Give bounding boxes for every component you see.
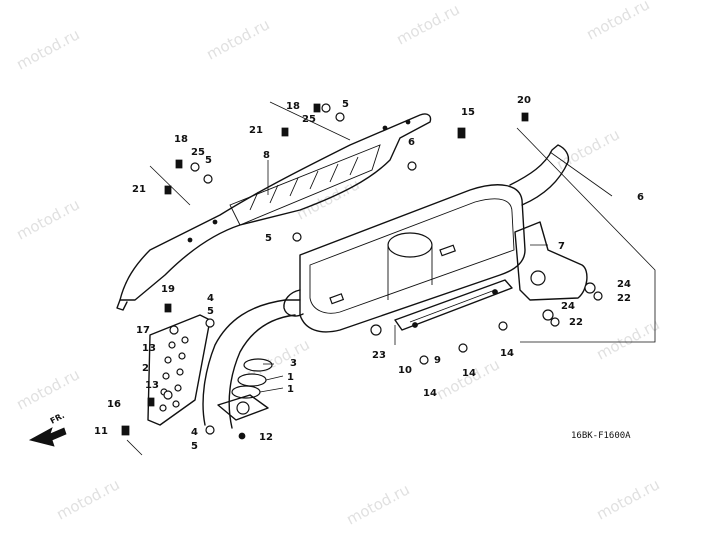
callout-22: 22 (617, 293, 631, 304)
watermark: motod.ru (343, 480, 412, 528)
callout-1: 1 (287, 384, 294, 395)
callout-11: 11 (94, 426, 108, 437)
muffler-bracket (514, 221, 588, 301)
callout-21: 21 (249, 125, 263, 136)
callout-17: 17 (136, 325, 150, 336)
callout-18: 18 (286, 101, 300, 112)
callout-19: 19 (161, 284, 175, 295)
watermark: motod.ru (53, 475, 122, 523)
upper-heat-protector (116, 113, 432, 311)
callout-5: 5 (207, 306, 214, 317)
callout-12: 12 (259, 432, 273, 443)
callout-6: 6 (637, 192, 644, 203)
callout-7: 7 (558, 241, 565, 252)
callout-14: 14 (423, 388, 437, 399)
front-direction-indicator: FR. (28, 411, 67, 447)
callout-leaders (126, 101, 656, 456)
callout-6: 6 (408, 137, 415, 148)
callout-22: 22 (569, 317, 583, 328)
callout-24: 24 (561, 301, 575, 312)
muffler-assembly (202, 144, 570, 429)
watermark: motod.ru (13, 195, 82, 243)
callout-25: 25 (302, 114, 316, 125)
diagram-code: 16BK-F1600A (571, 431, 631, 441)
callout-23: 23 (372, 350, 386, 361)
callout-25: 25 (191, 147, 205, 158)
callout-5: 5 (205, 155, 212, 166)
watermark-layer: motod.ru motod.ru motod.ru motod.ru moto… (13, 0, 662, 529)
callout-5: 5 (342, 99, 349, 110)
callout-3: 3 (290, 358, 297, 369)
callout-5: 5 (191, 441, 198, 452)
callout-8: 8 (263, 150, 270, 161)
lower-heat-protector (147, 314, 211, 426)
mounting-strip (394, 279, 513, 331)
front-label: FR. (49, 411, 66, 426)
callout-16: 16 (107, 399, 121, 410)
callout-13: 13 (145, 380, 159, 391)
callout-2: 2 (142, 363, 149, 374)
callout-21: 21 (132, 184, 146, 195)
watermark: motod.ru (393, 0, 462, 48)
watermark: motod.ru (203, 15, 272, 63)
watermark: motod.ru (13, 25, 82, 73)
watermark: motod.ru (433, 355, 502, 403)
callout-10: 10 (398, 365, 412, 376)
watermark: motod.ru (583, 0, 652, 44)
callout-9: 9 (434, 355, 441, 366)
fasteners (121, 103, 603, 436)
callout-4: 4 (191, 427, 198, 438)
callout-14: 14 (462, 368, 476, 379)
callout-20: 20 (517, 95, 531, 106)
callout-15: 15 (461, 107, 475, 118)
callout-5: 5 (265, 233, 272, 244)
callout-18: 18 (174, 134, 188, 145)
watermark: motod.ru (593, 315, 662, 363)
watermark: motod.ru (13, 365, 82, 413)
callout-24: 24 (617, 279, 631, 290)
callout-4: 4 (207, 293, 214, 304)
callout-13: 13 (142, 343, 156, 354)
callout-labels: 18 5 25 21 18 25 5 8 21 6 5 15 20 6 7 24… (94, 95, 644, 452)
callout-14: 14 (500, 348, 514, 359)
callout-1: 1 (287, 372, 294, 383)
watermark: motod.ru (593, 475, 662, 523)
